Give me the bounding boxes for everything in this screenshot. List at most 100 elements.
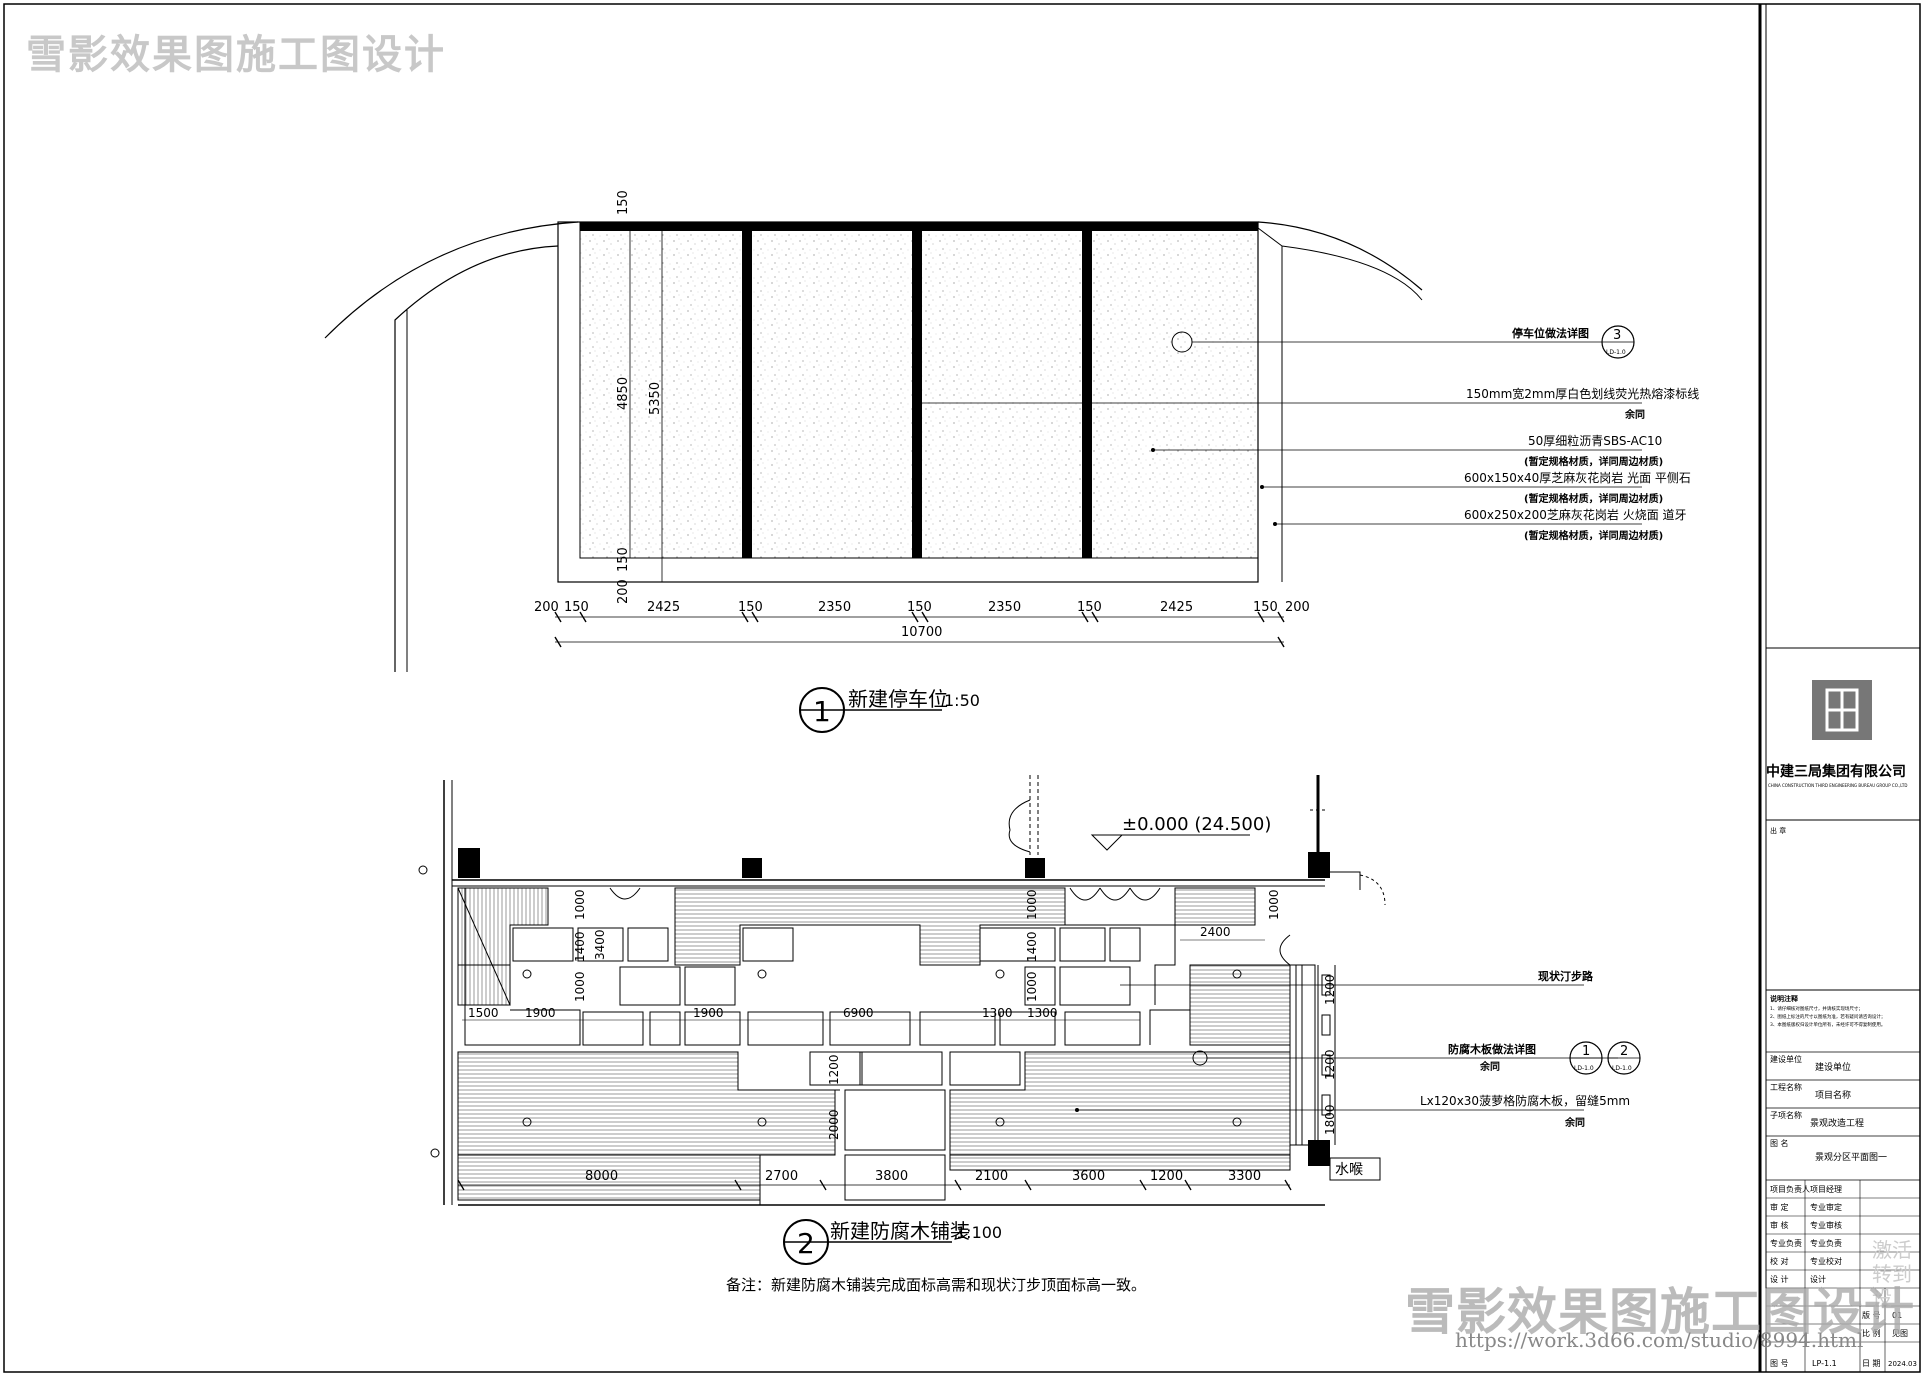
- column-1: [458, 848, 480, 878]
- drawing-1-scale: 1:50: [944, 691, 980, 710]
- elevation-label: ±0.000 (24.500): [1122, 814, 1271, 835]
- dim-2-15: 1200: [827, 1054, 841, 1085]
- dim-2-5: 1900: [525, 1006, 556, 1020]
- sign-value-0: 项目经理: [1810, 1184, 1842, 1194]
- tb-row-value-0: 建设单位: [1815, 1061, 1851, 1073]
- tb-row-label-3: 图 名: [1770, 1138, 1789, 1148]
- dim-b-5: 1200: [1150, 1169, 1183, 1184]
- dim-2350-b: 2350: [988, 600, 1021, 615]
- sign-label-5: 设 计: [1770, 1274, 1789, 1284]
- callout-timber-board-same: 余同: [1564, 1116, 1585, 1129]
- date-label: 日 期: [1862, 1359, 1881, 1368]
- column-2: [742, 858, 762, 878]
- dim-b-2: 3800: [875, 1169, 908, 1184]
- dim-200-right: 200: [1285, 600, 1310, 615]
- watermark-bottom: 雪影效果图施工图设计: [1405, 1283, 1915, 1341]
- callout-asphalt-note: (暂定规格材质，详同周边材质): [1524, 455, 1663, 468]
- ref-bubble-3-num: 3: [1613, 328, 1621, 343]
- activate-text: 激活: [1872, 1238, 1912, 1262]
- dim-b-6: 3300: [1228, 1169, 1261, 1184]
- drawing-1-title: 新建停车位: [848, 687, 948, 711]
- dim-2350-a: 2350: [818, 600, 851, 615]
- ratio-label: 比 例: [1862, 1328, 1881, 1338]
- water-valve-label: 水喉: [1335, 1162, 1363, 1178]
- sign-label-0: 项目负责人: [1770, 1184, 1810, 1194]
- top-marking-line: [580, 222, 1258, 231]
- sign-label-3: 专业负责: [1770, 1238, 1802, 1248]
- version-label: 版 号: [1862, 1310, 1881, 1320]
- dim-2-19: 1800: [1323, 1104, 1337, 1135]
- sheet-no-value: LP-1.1: [1812, 1359, 1837, 1368]
- parking-divider-3: [1082, 228, 1092, 558]
- watermark-top: 雪影效果图施工图设计: [26, 32, 446, 78]
- callout-flat-curb: 600x150x40厚芝麻灰花岗岩 光面 平侧石: [1464, 470, 1691, 485]
- tb-row-value-2: 景观改造工程: [1810, 1117, 1864, 1129]
- column-3: [1025, 858, 1045, 878]
- dim-2-1: 1400: [573, 931, 587, 962]
- column-4: [1308, 852, 1330, 878]
- dim-150-d: 150: [1077, 600, 1102, 615]
- ref-bubble-1-sheet: LD-1.0: [1574, 1065, 1594, 1072]
- ref-bubble-2-num: 2: [1620, 1044, 1628, 1059]
- parking-divider-1: [742, 228, 752, 558]
- dim-2-16: 2000: [827, 1109, 841, 1140]
- watermark-url: https://work.3d66.com/studio/8994.html: [1455, 1328, 1864, 1352]
- note-2: 2、图纸上标注的尺寸以图纸为准，若有疑问请咨询设计；: [1770, 1013, 1885, 1020]
- dim-150-a: 150: [564, 600, 589, 615]
- dim-2-13: 2400: [1200, 925, 1231, 939]
- dim-200-left: 200: [534, 600, 559, 615]
- dim-2-4: 1500: [468, 1006, 499, 1020]
- sign-label-2: 审 核: [1770, 1220, 1789, 1230]
- dim-b-0: 8000: [585, 1169, 618, 1184]
- dim-left-150-top: 150: [616, 190, 631, 215]
- callout-timber-detail: 防腐木板做法详图: [1448, 1042, 1536, 1056]
- activate-sub: 转到设: [1872, 1262, 1912, 1310]
- callout-flat-curb-note: (暂定规格材质，详同周边材质): [1524, 492, 1663, 505]
- notes-title: 说明注释: [1770, 994, 1799, 1003]
- dim-left-4850: 4850: [616, 377, 631, 410]
- callout-asphalt: 50厚细粒沥青SBS-AC10: [1528, 433, 1662, 448]
- sign-value-3: 专业负责: [1810, 1238, 1842, 1248]
- dim-2-12: 1000: [1025, 971, 1039, 1002]
- dim-2-17: 1200: [1323, 974, 1337, 1005]
- company-name: 中建三局集团有限公司: [1766, 763, 1906, 780]
- callout-timber-detail-same: 余同: [1479, 1060, 1500, 1073]
- drawing-1-parking: 150 4850 5350 150 200 200 150 2425 150 2…: [324, 190, 1699, 733]
- dim-2-2: 3400: [593, 929, 607, 960]
- dim-2-8: 1300: [982, 1006, 1013, 1020]
- tb-row-value-3: 景观分区平面图一: [1815, 1152, 1887, 1163]
- sign-label-4: 校 对: [1770, 1256, 1789, 1266]
- callout-marking-same: 余同: [1624, 408, 1645, 421]
- dim-2-10: 1000: [1025, 889, 1039, 920]
- dim-150-b: 150: [738, 600, 763, 615]
- callout-road-curb: 600x250x200芝麻灰花岗岩 火烧面 道牙: [1464, 507, 1687, 522]
- tb-row-label-0: 建设单位: [1770, 1054, 1802, 1064]
- dim-150-e: 150: [1253, 600, 1278, 615]
- activate-windows-hint: 激活 转到设: [1872, 1238, 1924, 1310]
- callout-existing-path: 现状汀步路: [1538, 969, 1594, 983]
- tb-row-label-1: 工程名称: [1770, 1082, 1802, 1092]
- ref-bubble-2-sheet: LD-1.0: [1612, 1065, 1632, 1072]
- ref-bubble-1-num: 1: [1582, 1044, 1590, 1059]
- sign-label-1: 审 定: [1770, 1202, 1789, 1212]
- dim-left-5350: 5350: [648, 382, 663, 415]
- seal-label: 出 章: [1770, 826, 1786, 835]
- sign-value-5: 设计: [1810, 1274, 1826, 1284]
- callout-parking-detail: 停车位做法详图: [1512, 326, 1589, 340]
- dim-total-10700: 10700: [901, 625, 942, 640]
- dim-2-14: 1000: [1267, 889, 1281, 920]
- date-value: 2024.03: [1888, 1360, 1917, 1368]
- drawing-2-note: 备注：新建防腐木铺装完成面标高需和现状汀步顶面标高一致。: [726, 1276, 1146, 1294]
- drawing-2-scale: 1:100: [956, 1223, 1002, 1242]
- dim-2425-b: 2425: [1160, 600, 1193, 615]
- dim-2-11: 1400: [1025, 931, 1039, 962]
- title-block: 中建三局集团有限公司 CHINA CONSTRUCTION THIRD ENGI…: [1766, 647, 1920, 1372]
- version-value: 01: [1892, 1311, 1902, 1320]
- sheet-no-label: 图 号: [1770, 1359, 1789, 1368]
- column-5: [1308, 1140, 1330, 1166]
- dim-2-6: 1900: [693, 1006, 724, 1020]
- tb-row-value-1: 项目名称: [1815, 1089, 1851, 1101]
- note-1: 1、请仔细核对图纸尺寸，并请核实现场尺寸；: [1770, 1005, 1863, 1012]
